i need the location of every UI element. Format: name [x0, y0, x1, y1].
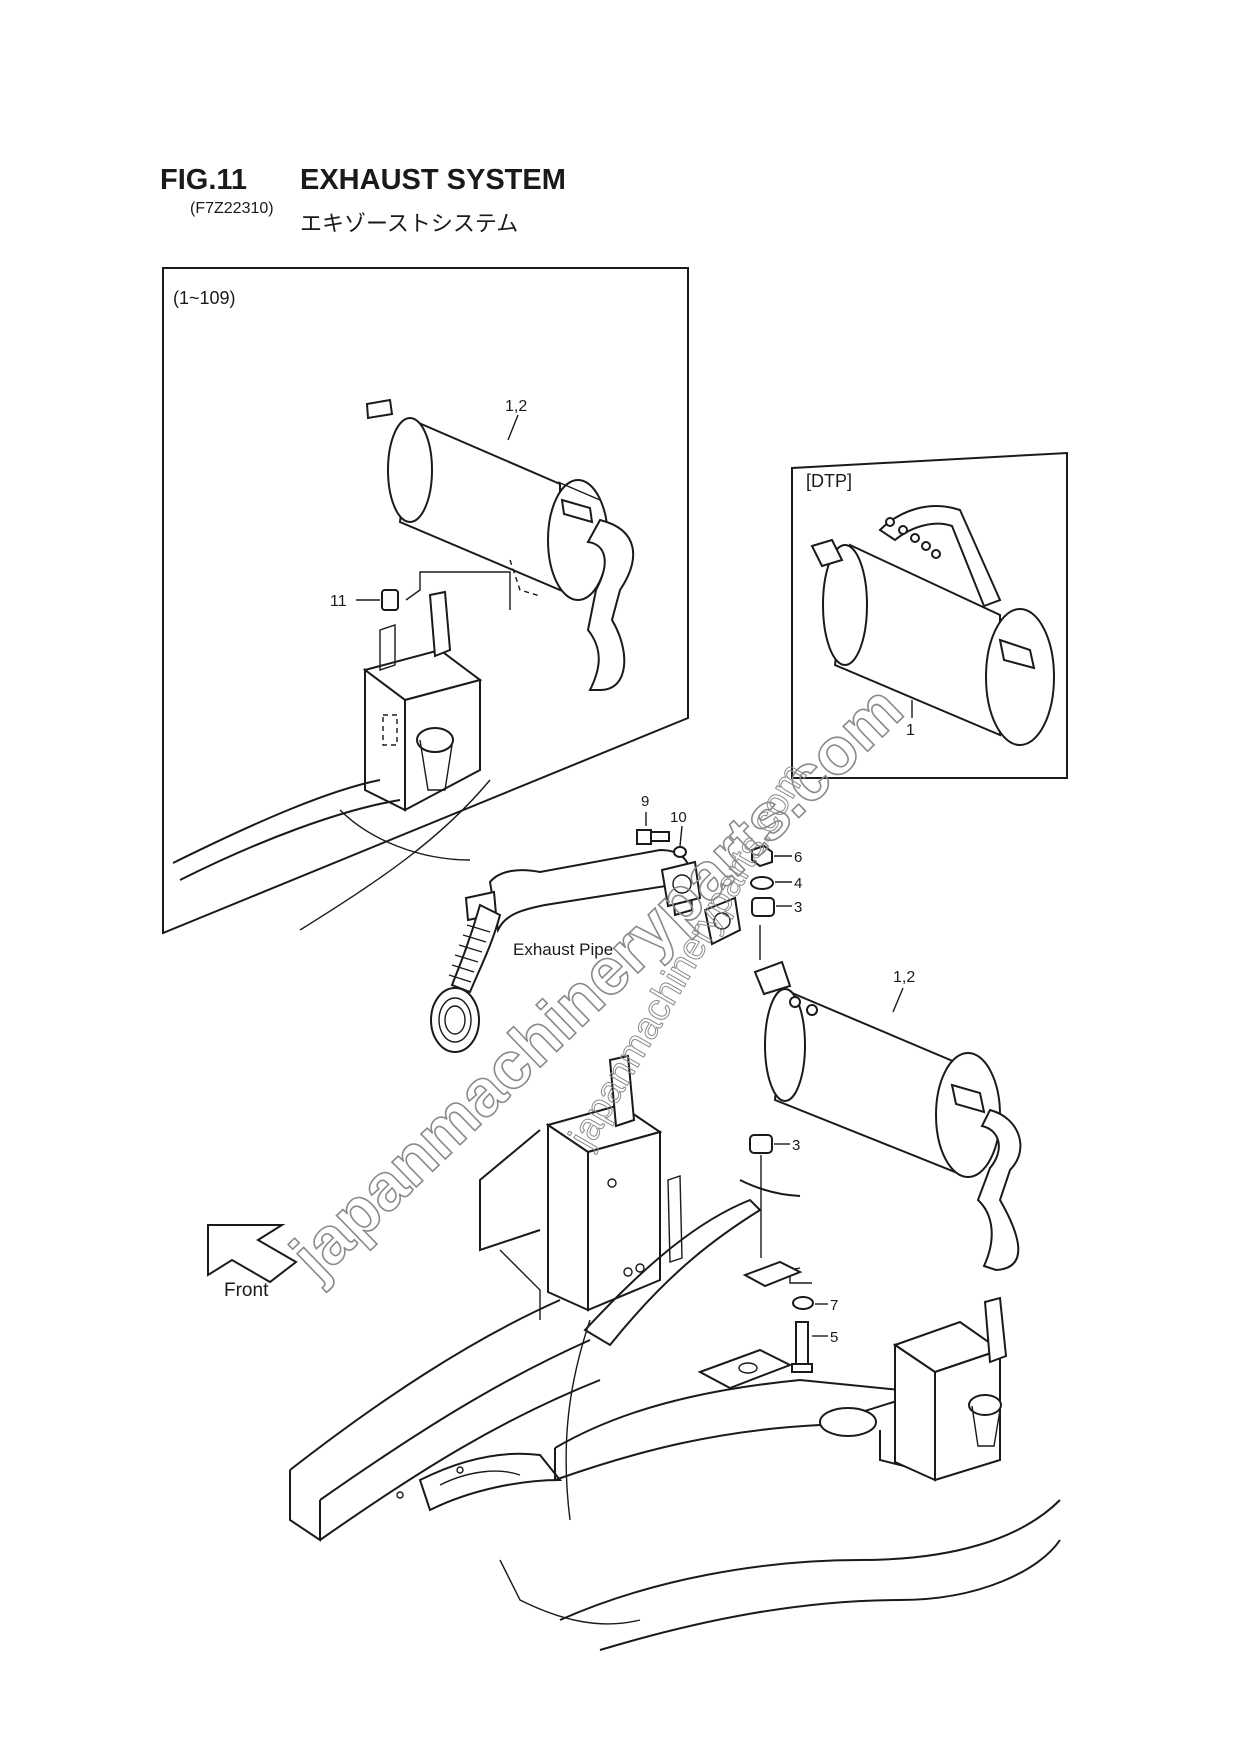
figure-title-japanese: エキゾーストシステム [300, 211, 519, 236]
exhaust-pipe [430, 848, 702, 1053]
muffler-inset-left [365, 398, 634, 691]
rubber-mount-11 [356, 589, 399, 611]
callout-rubber-11: 11 [330, 593, 347, 610]
callout-bolt-5: 5 [830, 1329, 838, 1346]
callout-washer-7: 7 [830, 1297, 838, 1314]
callout-washer-10: 10 [670, 809, 687, 826]
exhaust-pipe-label: Exhaust Pipe [513, 940, 613, 959]
front-direction-arrow [207, 1224, 298, 1284]
callout-muffler-1-2-top: 1,2 [505, 398, 527, 415]
callout-rubber-3-lower: 3 [792, 1137, 800, 1154]
front-label: Front [224, 1280, 269, 1301]
figure-code: (F7Z22310) [190, 200, 274, 217]
callout-bolt-9: 9 [641, 793, 649, 810]
bolt-9 [636, 812, 670, 845]
callout-washer-4: 4 [794, 875, 802, 892]
rubber-mount-3-upper [751, 897, 792, 917]
nut-6 [751, 844, 792, 868]
muffler-dtp [810, 505, 1055, 746]
inset-serial-1-109: (1~109) 1,2 11 [162, 267, 689, 935]
washer-10 [673, 825, 687, 858]
chassis-frame [289, 1054, 1061, 1651]
callout-muffler-1-2-main: 1,2 [893, 969, 915, 986]
washer-7 [792, 1296, 828, 1310]
figure-number: FIG.11 [160, 164, 248, 196]
dtp-label: [DTP] [806, 471, 852, 491]
serial-range-label: (1~109) [173, 288, 236, 308]
figure-title: EXHAUST SYSTEM [300, 164, 566, 196]
callout-nut-6: 6 [794, 849, 802, 866]
bolt-5 [791, 1321, 828, 1373]
exhaust-gasket [703, 896, 742, 946]
callout-muffler-dtp-1: 1 [906, 722, 915, 739]
callout-rubber-3-upper: 3 [794, 899, 802, 916]
muffler-main [753, 960, 1022, 1272]
inset-dtp: [DTP] 1 [791, 451, 1068, 779]
rubber-mount-3-lower [749, 1134, 790, 1258]
washer-4 [750, 876, 792, 890]
muffler-stand-inset [362, 590, 483, 812]
